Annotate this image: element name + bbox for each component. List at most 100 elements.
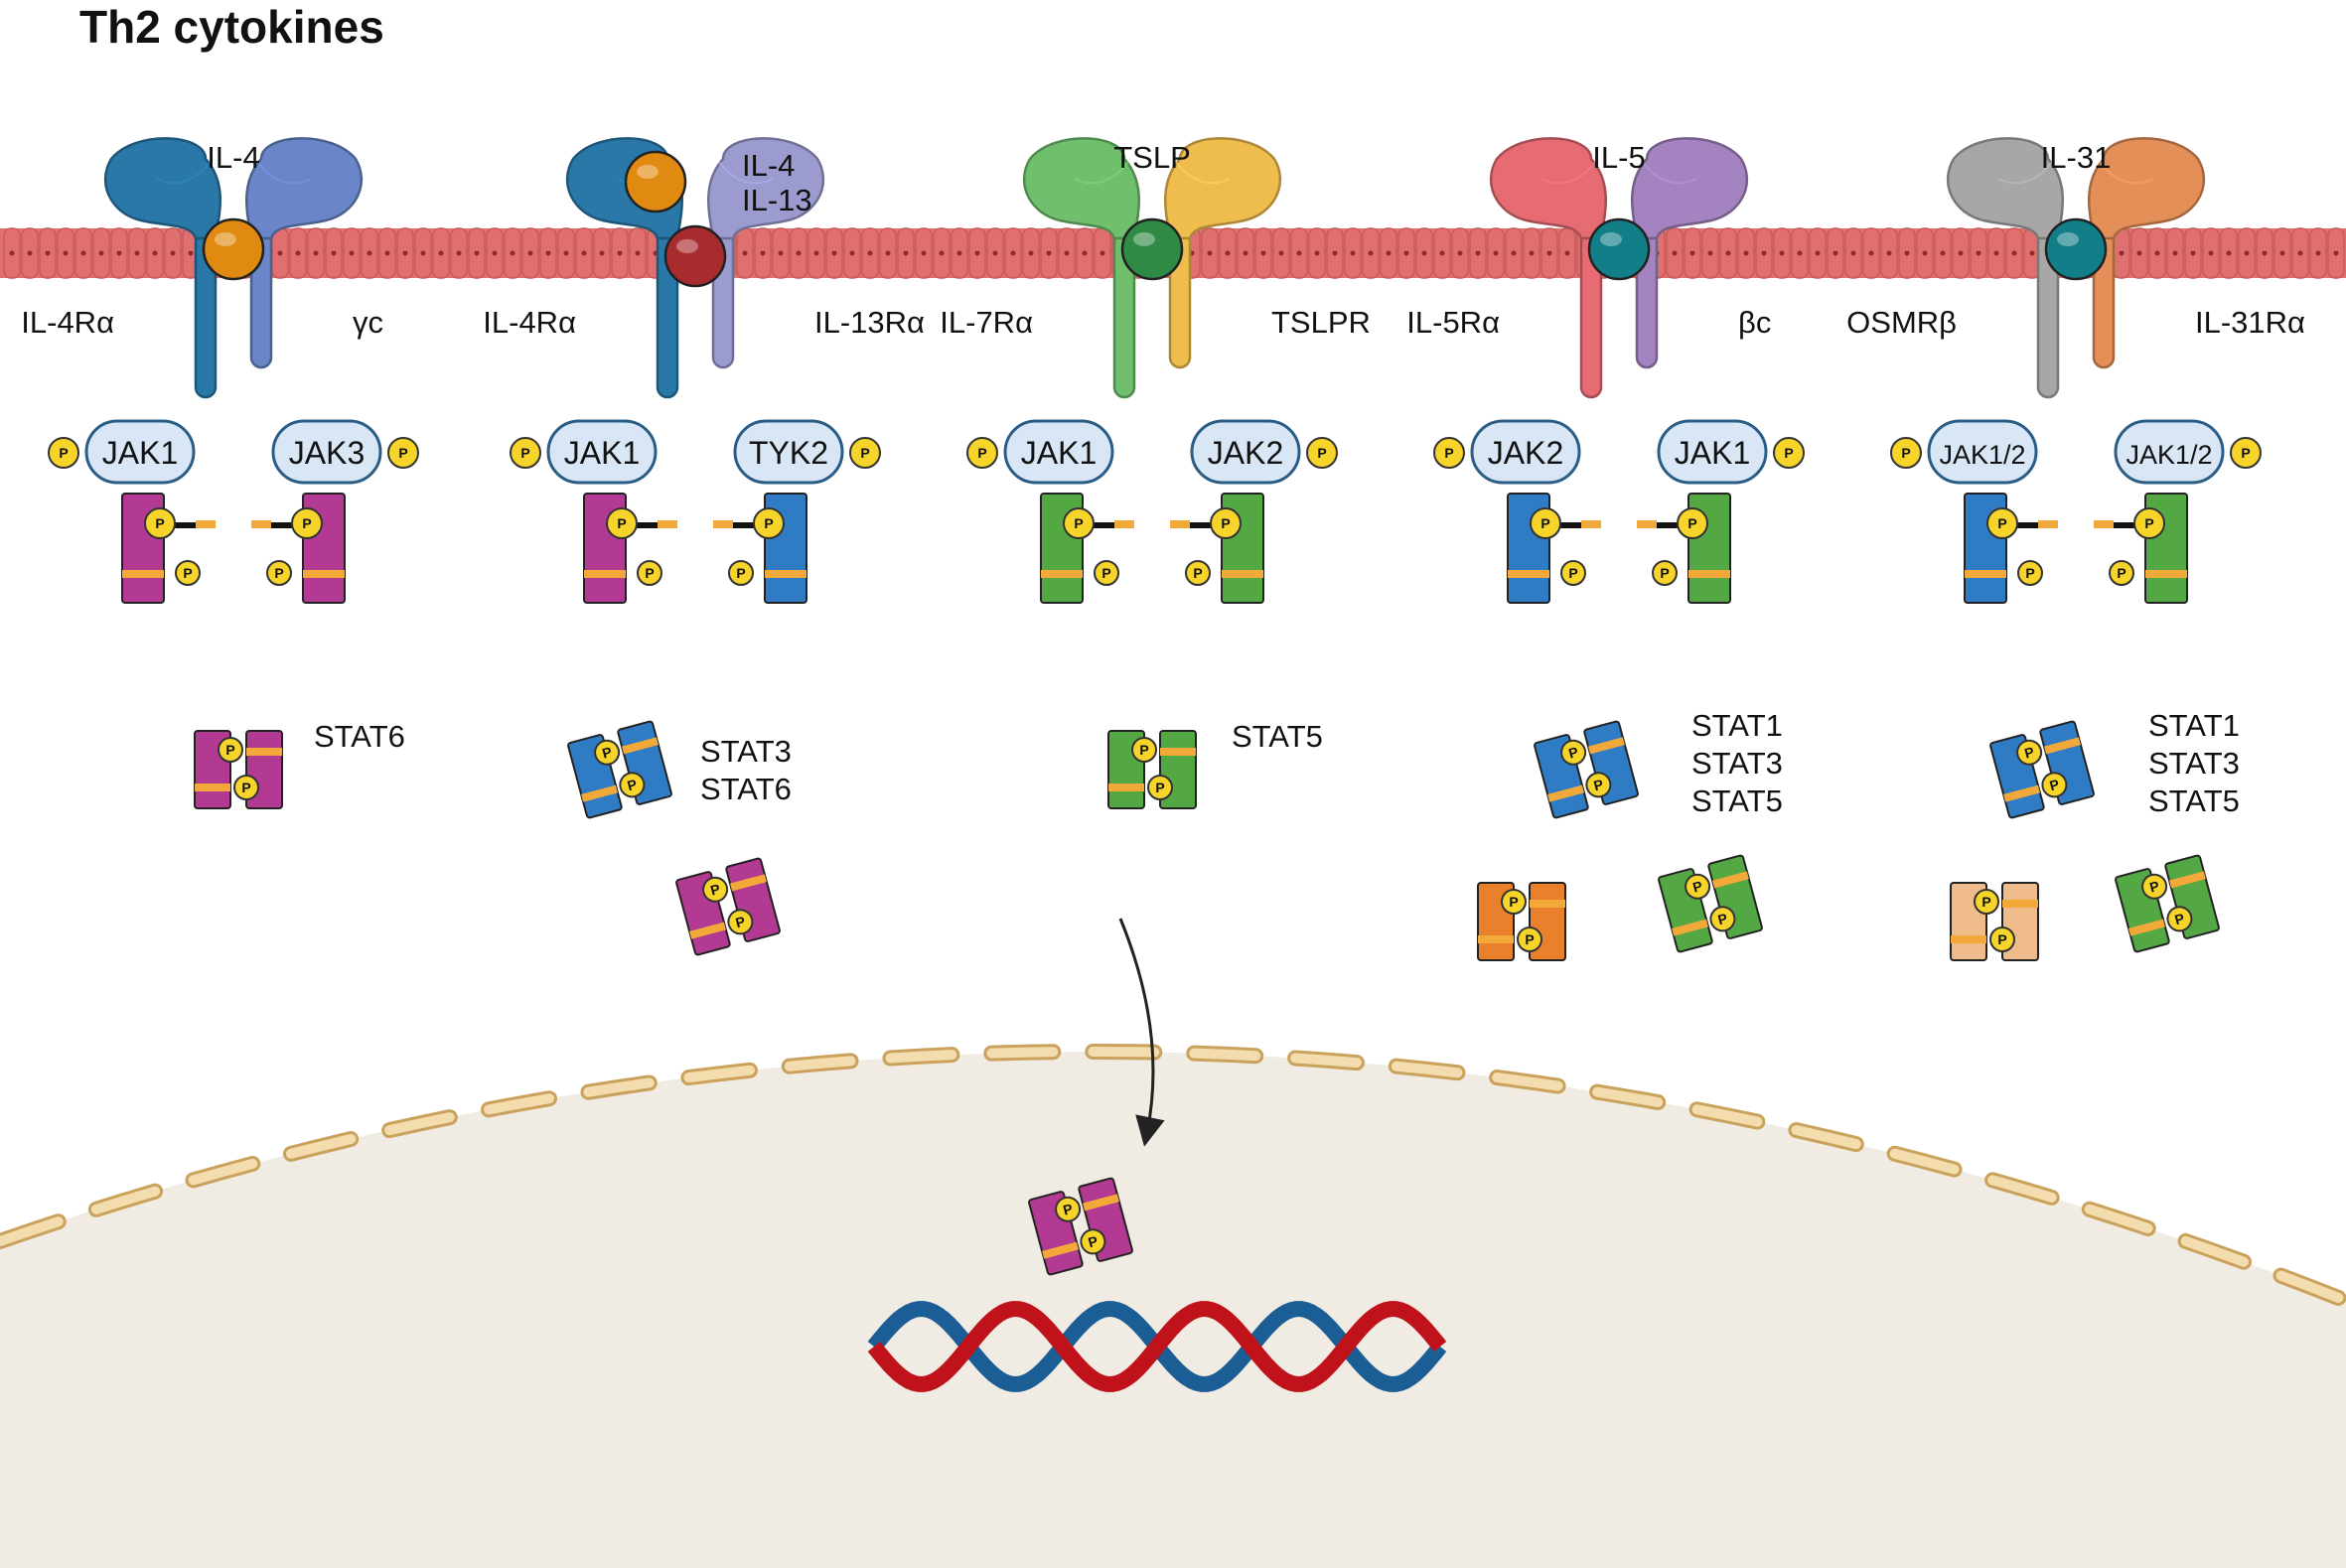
receptor-left-label: IL-4Rα bbox=[21, 305, 114, 340]
phosphate-label: P bbox=[183, 565, 192, 581]
cytokine-ligand-icon bbox=[1120, 217, 1184, 281]
phosphate-icon: P bbox=[1433, 437, 1465, 469]
phosphate-label: P bbox=[2144, 515, 2153, 531]
cytokine-ligand-icon bbox=[1587, 217, 1651, 281]
receptor-right-label: γc bbox=[353, 305, 383, 340]
nuclear-stat6-dimer-icon: PP bbox=[1028, 1177, 1133, 1276]
phosphate-icon: P bbox=[2041, 772, 2068, 798]
phosphate-label: P bbox=[1509, 894, 1518, 910]
receptor-dimer bbox=[1946, 137, 2206, 399]
phosphate-icon: P bbox=[1501, 889, 1527, 915]
phosphate-icon: P bbox=[1652, 560, 1678, 586]
phosphate-icon: P bbox=[1131, 737, 1157, 763]
phosphate-label: P bbox=[274, 565, 283, 581]
phosphate-icon: P bbox=[1709, 906, 1736, 932]
phosphate-icon: P bbox=[48, 437, 79, 469]
phosphate-icon: P bbox=[2166, 906, 2193, 932]
phosphate-icon: P bbox=[266, 560, 292, 586]
stat-label: STAT5 bbox=[2148, 784, 2240, 818]
stat-label: STAT6 bbox=[700, 772, 792, 806]
phosphate-icon: P bbox=[2230, 437, 2262, 469]
phosphate-label: P bbox=[709, 881, 722, 899]
stat-dimer-icon: PP bbox=[567, 720, 672, 819]
ligand-label: IL-4 bbox=[207, 140, 259, 175]
receptor-right-label: βc bbox=[1738, 305, 1771, 340]
phosphate-icon: P bbox=[594, 739, 621, 766]
phosphate-icon: P bbox=[175, 560, 201, 586]
phosphate-icon: P bbox=[1063, 507, 1095, 539]
phosphate-label: P bbox=[860, 445, 869, 461]
phosphate-icon: P bbox=[1530, 507, 1561, 539]
phosphate-label: P bbox=[1525, 931, 1534, 947]
stat-label: STAT5 bbox=[1691, 784, 1783, 818]
phosphate-label: P bbox=[1901, 445, 1910, 461]
phosphate-icon: P bbox=[1147, 775, 1173, 800]
receptor-dimer bbox=[1022, 137, 1282, 399]
receptor-left-label: IL-4Rα bbox=[483, 305, 576, 340]
cytokine-ligand-icon bbox=[202, 217, 265, 281]
phosphate-label: P bbox=[1193, 565, 1202, 581]
ligand-label-2: IL-13 bbox=[742, 183, 812, 217]
receptor-right-label: TSLPR bbox=[1271, 305, 1371, 340]
phosphate-label: P bbox=[398, 445, 407, 461]
stat-dimer-icon: PP bbox=[1658, 854, 1763, 953]
phosphate-icon: P bbox=[1685, 873, 1711, 900]
phosphate-icon: P bbox=[727, 909, 754, 935]
stat-dimer-icon: PP bbox=[2115, 854, 2220, 953]
stat-label: STAT1 bbox=[2148, 708, 2240, 743]
receptor-left-label: IL-5Rα bbox=[1406, 305, 1500, 340]
phosphate-icon: P bbox=[1055, 1196, 1082, 1222]
stat-label: STAT3 bbox=[1691, 746, 1783, 781]
receptor-left-label: OSMRβ bbox=[1846, 305, 1957, 340]
jak-right-label: TYK2 bbox=[749, 435, 828, 471]
stat-dimer-icon: PP bbox=[1989, 720, 2095, 819]
il4-ligand-icon bbox=[624, 150, 687, 214]
phosphate-label: P bbox=[645, 565, 654, 581]
phosphate-icon: P bbox=[1986, 507, 2018, 539]
stat-label: STAT3 bbox=[2148, 746, 2240, 781]
phosphate-label: P bbox=[2241, 445, 2250, 461]
phosphate-icon: P bbox=[1560, 739, 1587, 766]
phosphate-label: P bbox=[1087, 1232, 1100, 1250]
phosphate-label: P bbox=[225, 742, 234, 758]
phosphate-icon: P bbox=[387, 437, 419, 469]
phosphate-icon: P bbox=[2016, 739, 2043, 766]
receptor-dimer bbox=[103, 137, 364, 399]
receptor-right-label: IL-13Rα bbox=[814, 305, 925, 340]
phosphate-label: P bbox=[1101, 565, 1110, 581]
nucleus bbox=[0, 1044, 2346, 1568]
phosphate-icon: P bbox=[702, 876, 729, 903]
stat-label: STAT1 bbox=[1691, 708, 1783, 743]
phosphate-label: P bbox=[734, 913, 747, 930]
ligand-label: IL-4 bbox=[742, 148, 795, 183]
phosphate-icon: P bbox=[1517, 927, 1542, 952]
phosphate-icon: P bbox=[849, 437, 881, 469]
receptor-left-label: IL-7Rα bbox=[940, 305, 1033, 340]
phosphate-icon: P bbox=[619, 772, 646, 798]
phosphate-label: P bbox=[1592, 776, 1605, 793]
phosphate-label: P bbox=[2025, 565, 2034, 581]
phosphate-label: P bbox=[1317, 445, 1326, 461]
ligand-label: IL-31 bbox=[2041, 140, 2112, 175]
stat5-dimer-icon: PP bbox=[1107, 730, 1197, 809]
phosphate-label: P bbox=[1784, 445, 1793, 461]
phosphate-label: P bbox=[617, 515, 626, 531]
phosphate-label: P bbox=[1444, 445, 1453, 461]
jak-right-label: JAK3 bbox=[289, 435, 365, 471]
stat-label: STAT3 bbox=[700, 734, 792, 769]
phosphate-label: P bbox=[1691, 878, 1704, 896]
phosphate-icon: P bbox=[1094, 560, 1119, 586]
phosphate-label: P bbox=[1716, 910, 1729, 927]
phosphate-label: P bbox=[977, 445, 986, 461]
